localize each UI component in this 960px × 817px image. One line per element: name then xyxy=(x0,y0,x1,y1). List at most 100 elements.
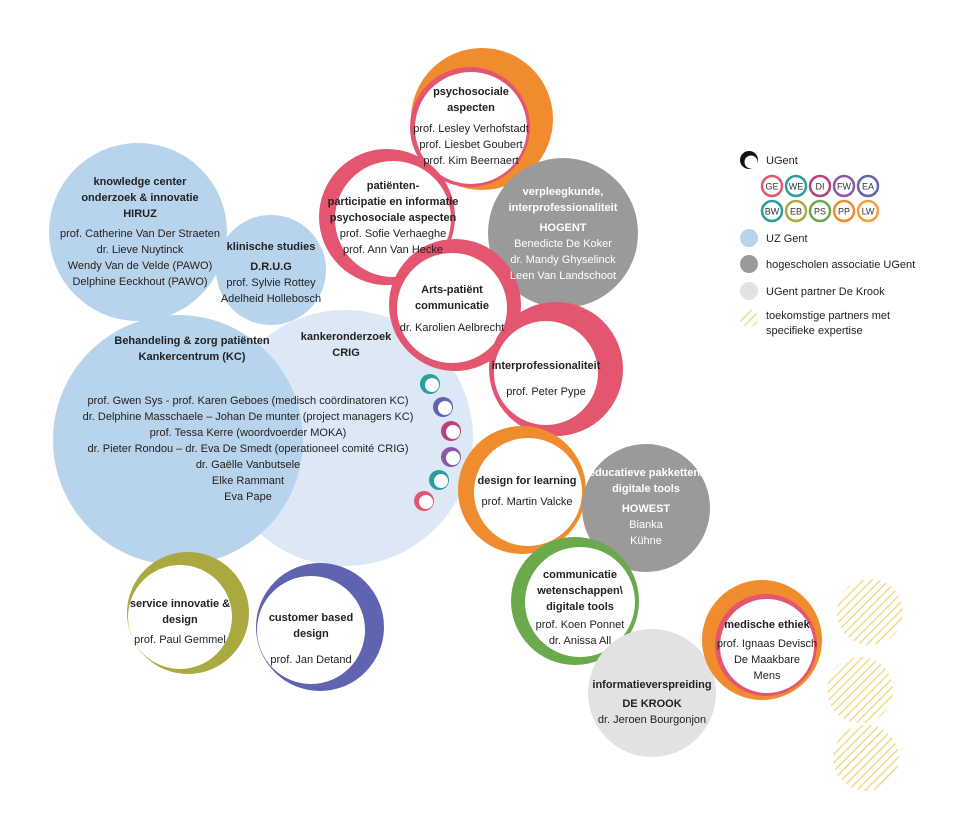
hiruz-org: HIRUZ xyxy=(123,208,157,220)
future-partner-circle-3 xyxy=(833,725,899,791)
legend-hog-swatch xyxy=(740,255,758,273)
node-arts xyxy=(389,239,521,371)
ethiek-person-2: De Maakbare xyxy=(734,654,800,666)
node-interprof xyxy=(489,302,623,436)
design-person-1: prof. Martin Valcke xyxy=(482,496,573,508)
node-service xyxy=(127,552,249,674)
psychosociale-person-1: prof. Lesley Verhofstadt xyxy=(413,123,529,135)
patienten-title-3: psychosociale aspecten xyxy=(330,212,457,224)
node-ethiek xyxy=(702,580,822,700)
klinische-person-2: Adelheid Hollebosch xyxy=(221,293,321,305)
klinische-title: klinische studies xyxy=(227,241,316,253)
krook-title: informatieverspreiding xyxy=(592,679,711,691)
faculty-badge-pp: PP xyxy=(832,199,856,223)
psychosociale-person-3: prof. Kim Beernaert xyxy=(423,155,518,167)
faculty-badge-fw: FW xyxy=(832,174,856,198)
hiruz-person-2: dr. Lieve Nuytinck xyxy=(97,244,184,256)
howest-title-2: digitale tools xyxy=(612,483,680,495)
howest-person-1: Bianka xyxy=(629,519,664,531)
hiruz-circle xyxy=(49,143,227,321)
faculty-badge-eb: EB xyxy=(784,199,808,223)
kc-person-2: dr. Delphine Masschaele – Johan De munte… xyxy=(83,411,414,423)
faculty-badge-ge: GE xyxy=(760,174,784,198)
faculty-badge-ea: EA xyxy=(856,174,880,198)
node-verpleegkunde xyxy=(488,158,638,308)
patienten-title-1: patiënten- xyxy=(367,180,420,192)
howest-title-1: educatieve pakketten/ xyxy=(589,467,703,479)
faculty-badge-bw: BW xyxy=(760,199,784,223)
verpleegkunde-title-2: interprofessionaliteit xyxy=(509,202,618,214)
faculty-badge-label: BW xyxy=(765,207,780,217)
node-krook xyxy=(588,629,716,757)
faculty-badge-label: PS xyxy=(814,207,826,217)
krook-org: DE KROOK xyxy=(622,698,681,710)
howest-org: HOWEST xyxy=(622,503,671,515)
klinische-org: D.R.U.G xyxy=(250,261,292,273)
faculty-badge-label: DI xyxy=(816,182,825,192)
kc-person-5: dr. Gaëlle Vanbutsele xyxy=(196,459,300,471)
communicatie-title-1: communicatie xyxy=(543,569,617,581)
communicatie-person-2: dr. Anissa All xyxy=(549,635,611,647)
faculty-badge-we: WE xyxy=(784,174,808,198)
psychosociale-person-2: prof. Liesbet Goubert xyxy=(419,139,522,151)
ethiek-person-1: prof. Ignaas Devisch xyxy=(717,638,817,650)
kc-person-7: Eva Pape xyxy=(224,491,272,503)
legend-future-label-2: specifieke expertise xyxy=(766,325,863,337)
arts-person-1: dr. Karolien Aelbrecht xyxy=(400,322,505,334)
verpleegkunde-title-1: verpleegkunde, xyxy=(523,186,604,198)
communicatie-person-1: prof. Koen Ponnet xyxy=(536,619,625,631)
crig-title-1: kankeronderzoek xyxy=(301,331,392,343)
crig-ring-teal-2 xyxy=(429,470,449,490)
verpleegkunde-org: HOGENT xyxy=(539,222,586,234)
kc-title-1: Behandeling & zorg patiënten xyxy=(114,335,270,347)
node-design xyxy=(458,426,586,554)
kc-title-2: Kankercentrum (KC) xyxy=(139,351,246,363)
patienten-person-2: prof. Ann Van Hecke xyxy=(343,244,443,256)
node-psychosociale xyxy=(410,48,553,190)
arts-title-2: communicatie xyxy=(415,300,489,312)
patienten-title-2: participatie en informatie xyxy=(328,196,459,208)
legend-krook-label: UGent partner De Krook xyxy=(766,286,885,298)
crig-faculty-rings xyxy=(414,374,461,511)
faculty-badge-label: GE xyxy=(765,182,778,192)
hiruz-person-3: Wendy Van de Velde (PAWO) xyxy=(68,260,213,272)
howest-person-2: Kühne xyxy=(630,535,662,547)
faculty-badge-label: WE xyxy=(789,182,804,192)
crig-ring-indigo xyxy=(433,397,453,417)
hiruz-title-2: onderzoek & innovatie xyxy=(81,192,198,204)
hiruz-title-1: knowledge center xyxy=(94,176,188,188)
interprof-person-1: prof. Peter Pype xyxy=(506,386,586,398)
kc-circle xyxy=(53,315,303,565)
ethiek-person-3: Mens xyxy=(754,670,781,682)
node-customer xyxy=(256,563,384,691)
node-howest xyxy=(582,444,710,572)
kc-person-6: Elke Rammant xyxy=(212,475,284,487)
crig-ring-purple xyxy=(441,447,461,467)
hiruz-person-4: Delphine Eeckhout (PAWO) xyxy=(72,276,207,288)
faculty-badge-lw: LW xyxy=(856,199,880,223)
legend-ugent-icon xyxy=(740,151,758,169)
verpleegkunde-person-1: Benedicte De Koker xyxy=(514,238,612,250)
service-person-1: prof. Paul Gemmel xyxy=(134,634,226,646)
crig-ring-teal xyxy=(420,374,440,394)
faculty-badge-di: DI xyxy=(808,174,832,198)
legend-hog-label: hogescholen associatie UGent xyxy=(766,259,915,271)
psychosociale-title-2: aspecten xyxy=(447,102,495,114)
future-partner-circle-2 xyxy=(827,657,893,723)
node-communicatie xyxy=(511,537,639,665)
patienten-person-1: prof. Sofie Verhaeghe xyxy=(340,228,446,240)
interprof-title: interprofessionaliteit xyxy=(492,360,601,372)
legend-uz-swatch xyxy=(740,229,758,247)
klinische-person-1: prof. Sylvie Rottey xyxy=(226,277,316,289)
faculty-badge-label: EA xyxy=(862,182,874,192)
customer-title-2: design xyxy=(293,628,329,640)
faculty-badge-ps: PS xyxy=(808,199,832,223)
legend-krook-swatch xyxy=(740,282,758,300)
future-partner-circle-1 xyxy=(837,579,903,645)
customer-person-1: prof. Jan Detand xyxy=(270,654,351,666)
service-title-2: design xyxy=(162,614,198,626)
legend-ugent-label: UGent xyxy=(766,155,798,167)
